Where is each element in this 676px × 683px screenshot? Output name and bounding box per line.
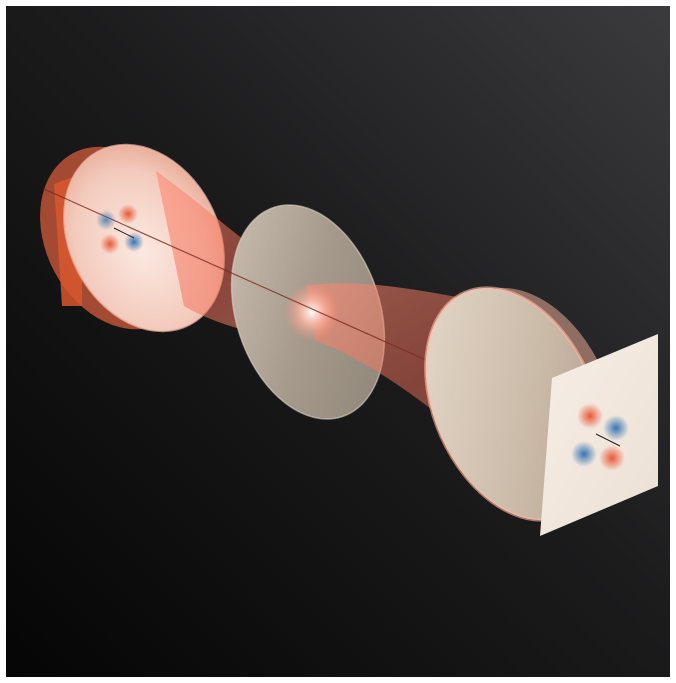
focus-glow	[284, 282, 340, 342]
optical-beam-scene	[6, 6, 670, 677]
